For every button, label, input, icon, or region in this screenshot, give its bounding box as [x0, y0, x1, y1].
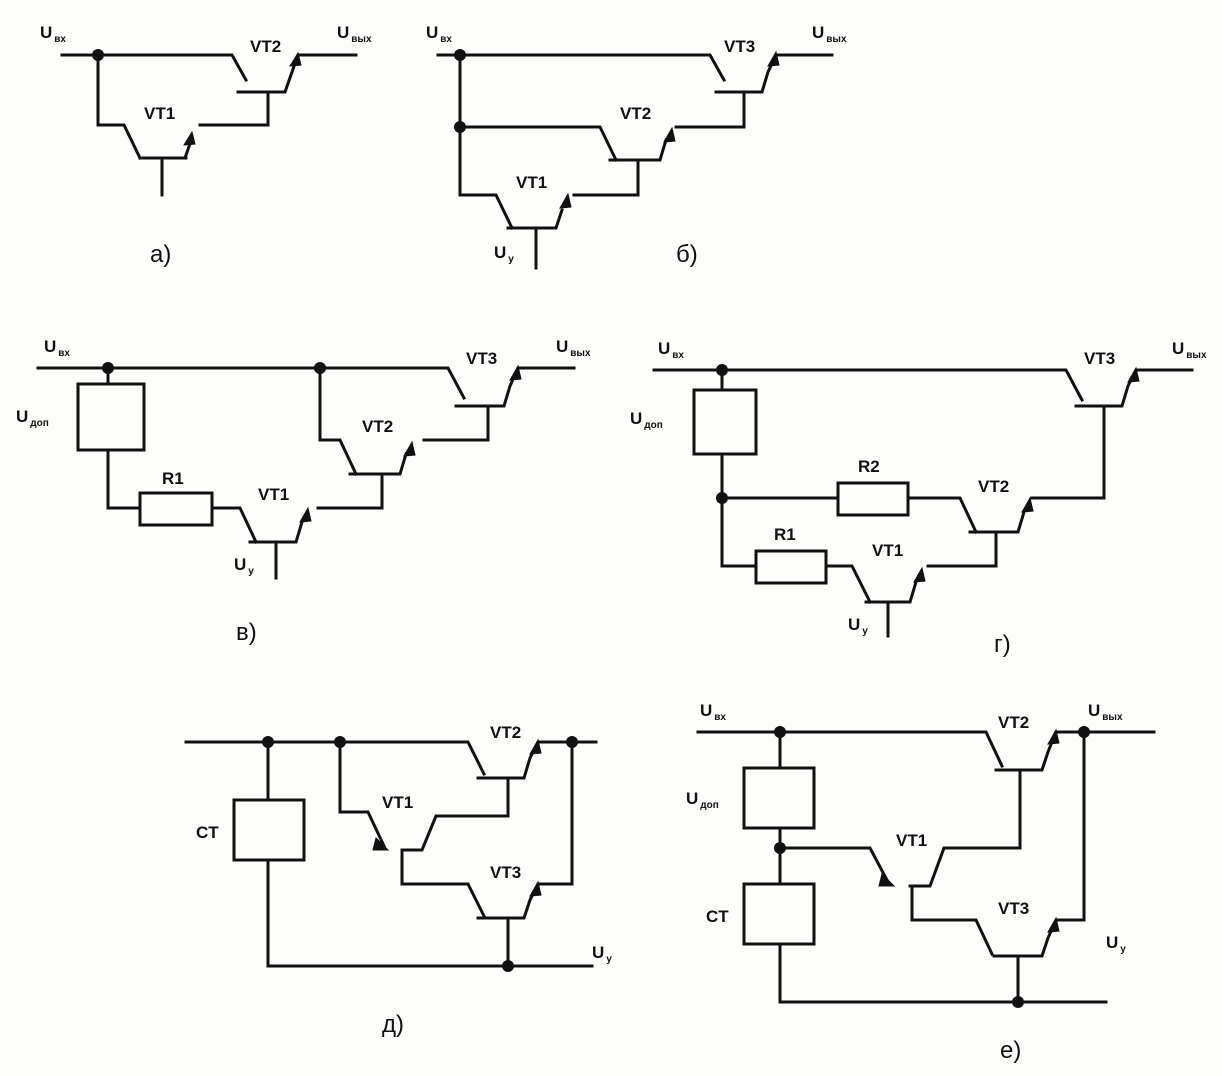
resistor-r1 — [754, 549, 828, 585]
svg-text:Uу: Uу — [494, 243, 514, 265]
ct-block — [232, 798, 306, 862]
caption-v: в) — [236, 619, 257, 646]
u-add-block — [692, 388, 758, 456]
svg-text:Uу: Uу — [848, 615, 868, 637]
label-vt2: VT2 — [362, 417, 393, 436]
label-vt2: VT2 — [490, 723, 521, 742]
label-vt3: VT3 — [1084, 349, 1115, 368]
caption-g: г) — [994, 631, 1011, 658]
label-ct: CT — [196, 823, 219, 842]
label-ct: CT — [706, 907, 729, 926]
svg-text:Uвх: Uвх — [40, 23, 66, 45]
svg-text:Uу: Uу — [234, 555, 254, 577]
svg-text:Uвх: Uвх — [44, 337, 70, 359]
label-r1: R1 — [774, 525, 796, 544]
caption-b: б) — [676, 241, 698, 268]
svg-text:Uвх: Uвх — [426, 23, 452, 45]
label-vt1: VT1 — [382, 793, 413, 812]
label-vt3: VT3 — [998, 899, 1029, 918]
label-vt2: VT2 — [250, 37, 281, 56]
caption-a: а) — [150, 241, 171, 268]
label-r2: R2 — [858, 457, 880, 476]
label-vt2: VT2 — [978, 477, 1009, 496]
u-add-block — [76, 382, 146, 452]
label-vt2: VT2 — [998, 713, 1029, 732]
resistor-r1 — [138, 491, 214, 527]
svg-text:Uвх: Uвх — [700, 701, 726, 723]
label-vt3: VT3 — [490, 863, 521, 882]
label-vt1: VT1 — [872, 541, 903, 560]
label-vt1: VT1 — [516, 173, 547, 192]
label-vt1: VT1 — [896, 831, 927, 850]
caption-d: д) — [382, 1011, 404, 1038]
svg-text:Uвх: Uвх — [658, 339, 684, 361]
label-vt3: VT3 — [466, 349, 497, 368]
caption-e: е) — [1000, 1037, 1021, 1064]
label-vt1: VT1 — [144, 104, 175, 123]
label-r1: R1 — [162, 469, 184, 488]
svg-text:Uу: Uу — [1106, 933, 1126, 955]
label-vt1: VT1 — [258, 485, 289, 504]
ct-block — [742, 882, 816, 946]
svg-text:Uу: Uу — [592, 943, 612, 965]
resistor-r2 — [836, 481, 910, 517]
label-vt3: VT3 — [724, 37, 755, 56]
u-add-block — [742, 766, 816, 830]
label-vt2: VT2 — [620, 104, 651, 123]
